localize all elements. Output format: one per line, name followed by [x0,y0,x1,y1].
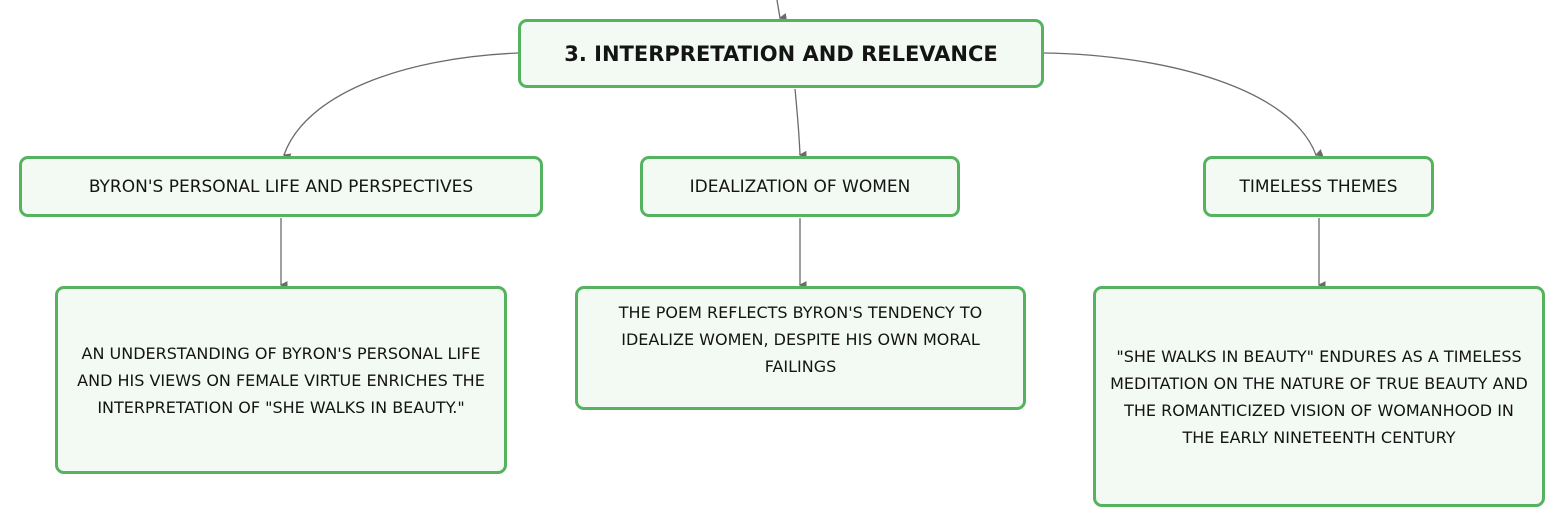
branch-node-timeless-themes[interactable]: TIMELESS THEMES [1203,156,1434,217]
detail-text: "SHE WALKS IN BEAUTY" ENDURES AS A TIMEL… [1110,346,1528,447]
root-topic-node[interactable]: 3. INTERPRETATION AND RELEVANCE [518,19,1044,88]
branch-label: BYRON'S PERSONAL LIFE AND PERSPECTIVES [88,176,474,197]
connector-root-to-branch-3 [1043,52,1324,157]
detail-text: THE POEM REFLECTS BYRON'S TENDENCY TO ID… [618,302,983,376]
incoming-connector [776,0,788,21]
detail-text: AN UNDERSTANDING OF BYRON'S PERSONAL LIF… [77,343,485,417]
root-topic-label: 3. INTERPRETATION AND RELEVANCE [564,41,998,66]
detail-node-byrons-personal-life[interactable]: AN UNDERSTANDING OF BYRON'S PERSONAL LIF… [55,286,507,474]
connector-root-to-branch-1 [282,52,519,161]
branch-node-byrons-personal-life[interactable]: BYRON'S PERSONAL LIFE AND PERSPECTIVES [19,156,543,217]
branch-label: TIMELESS THEMES [1239,176,1398,197]
connector-root-to-branch-2 [794,88,807,159]
branch-node-idealization-of-women[interactable]: IDEALIZATION OF WOMEN [640,156,960,217]
branch-label: IDEALIZATION OF WOMEN [689,176,911,197]
detail-node-timeless-themes[interactable]: "SHE WALKS IN BEAUTY" ENDURES AS A TIMEL… [1093,286,1545,507]
detail-node-idealization-of-women[interactable]: THE POEM REFLECTS BYRON'S TENDENCY TO ID… [575,286,1026,410]
